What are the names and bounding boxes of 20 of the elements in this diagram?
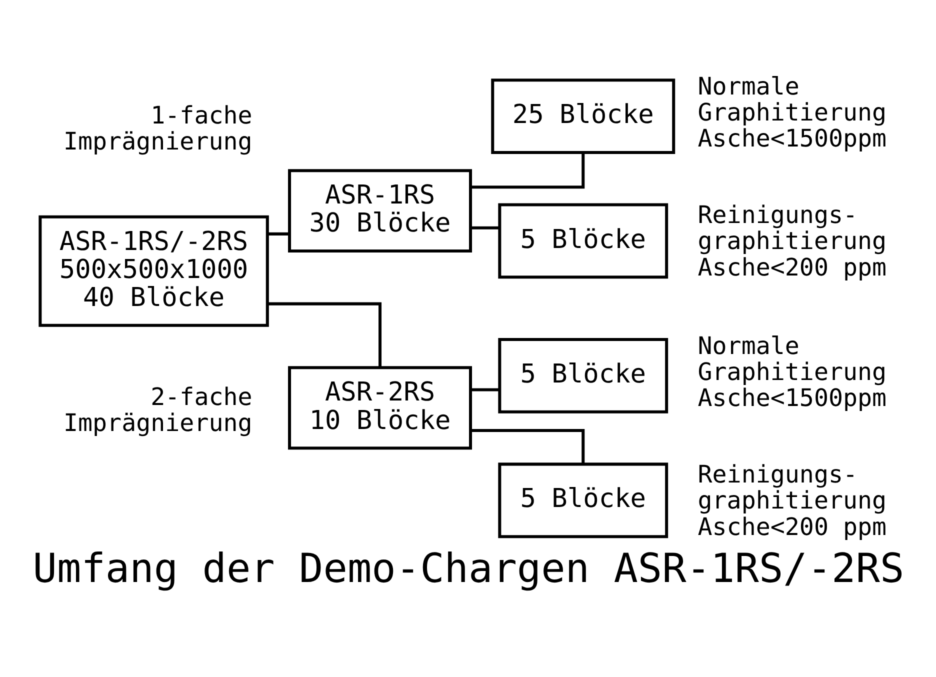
node-box: ASR-1RS 30 Blöcke: [288, 169, 472, 253]
connector: [470, 226, 499, 230]
node-box: ASR-1RS/-2RS 500x500x1000 40 Blöcke: [38, 215, 268, 327]
connector: [470, 429, 584, 464]
connector: [267, 232, 289, 236]
node-label: Reinigungs- graphitierung Asche<200 ppm: [697, 201, 886, 282]
node-label: Normale Graphitierung Asche<1500ppm: [697, 332, 886, 412]
connector: [267, 302, 382, 368]
connector: [470, 388, 499, 392]
node-label: Normale Graphitierung Asche<1500ppm: [697, 72, 886, 153]
caption: Umfang der Demo-Chargen ASR-1RS/-2RS: [32, 546, 904, 592]
node-label: Reinigungs- graphitierung Asche<200 ppm: [697, 460, 886, 541]
node-box: ASR-2RS 10 Blöcke: [288, 366, 472, 450]
node-box: 5 Blöcke: [498, 203, 668, 279]
node-label: 2-fache Imprägnierung: [62, 383, 252, 438]
connector: [470, 152, 584, 189]
node-box: 25 Blöcke: [490, 78, 675, 154]
node-label: 1-fache Imprägnierung: [62, 102, 252, 156]
node-box: 5 Blöcke: [498, 338, 668, 414]
node-box: 5 Blöcke: [498, 462, 668, 538]
